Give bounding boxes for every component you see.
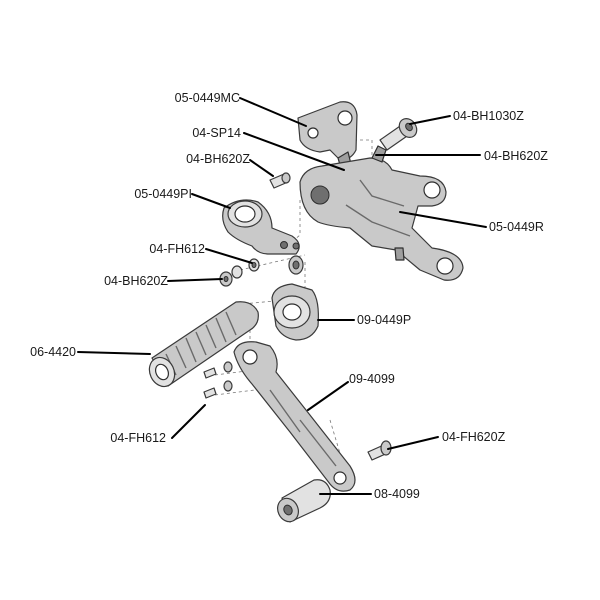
leader-04-FH620Z — [387, 436, 439, 450]
shift-lever-part — [233, 341, 356, 492]
flat-screws-top-part — [248, 258, 260, 272]
label-06-4420: 06-4420 — [30, 345, 76, 359]
short-bolt-top-part — [269, 172, 291, 189]
label-09-0449P: 09-0449P — [357, 313, 411, 327]
master-cylinder-bracket-part — [297, 101, 358, 173]
leader-06-4420 — [77, 351, 151, 355]
label-04-BH620Z-top: 04-BH620Z — [186, 152, 250, 166]
flat-screws-bottom-part — [203, 361, 233, 399]
leader-05-0449R — [399, 211, 487, 228]
bushing-part — [288, 255, 304, 275]
peg-mount-part — [271, 283, 319, 341]
label-05-0449R: 05-0449R — [489, 220, 544, 234]
label-04-FH612-bottom: 04-FH612 — [110, 431, 166, 445]
leader-05-0449MC — [239, 97, 307, 127]
rearset-plate-part — [299, 145, 464, 281]
label-04-BH620Z-right: 04-BH620Z — [484, 149, 548, 163]
cylinder-spacer-part — [277, 479, 331, 523]
label-04-BH620Z-left: 04-BH620Z — [104, 274, 168, 288]
leader-04-FH612-top — [205, 248, 253, 264]
leader-04-BH1030Z — [409, 115, 451, 125]
label-04-FH620Z: 04-FH620Z — [442, 430, 506, 444]
leader-04-SP14 — [243, 132, 345, 171]
leader-09-4099 — [307, 381, 349, 411]
label-05-0449PI: 05-0449PI — [134, 187, 192, 201]
part-labels: 05-0449MC 04-BH1030Z 04-SP14 04-BH620Z 0… — [30, 91, 548, 501]
label-04-SP14: 04-SP14 — [192, 126, 241, 140]
pivot-housing-part — [222, 199, 300, 255]
label-05-0449MC: 05-0449MC — [175, 91, 240, 105]
leader-04-FH612-bottom — [171, 404, 206, 439]
leader-05-0449PI — [191, 193, 231, 209]
label-04-BH1030Z: 04-BH1030Z — [453, 109, 524, 123]
leader-04-BH620Z-left — [167, 278, 223, 282]
label-04-FH612-top: 04-FH612 — [149, 242, 205, 256]
long-bolt-part — [379, 118, 418, 151]
label-09-4099: 09-4099 — [349, 372, 395, 386]
short-bolt-left-part — [219, 265, 243, 287]
foot-peg-part — [148, 301, 259, 388]
label-08-4099: 08-4099 — [374, 487, 420, 501]
flat-bolt-part — [367, 440, 392, 461]
leader-04-BH620Z-top — [249, 159, 274, 177]
leader-lines — [77, 97, 487, 495]
